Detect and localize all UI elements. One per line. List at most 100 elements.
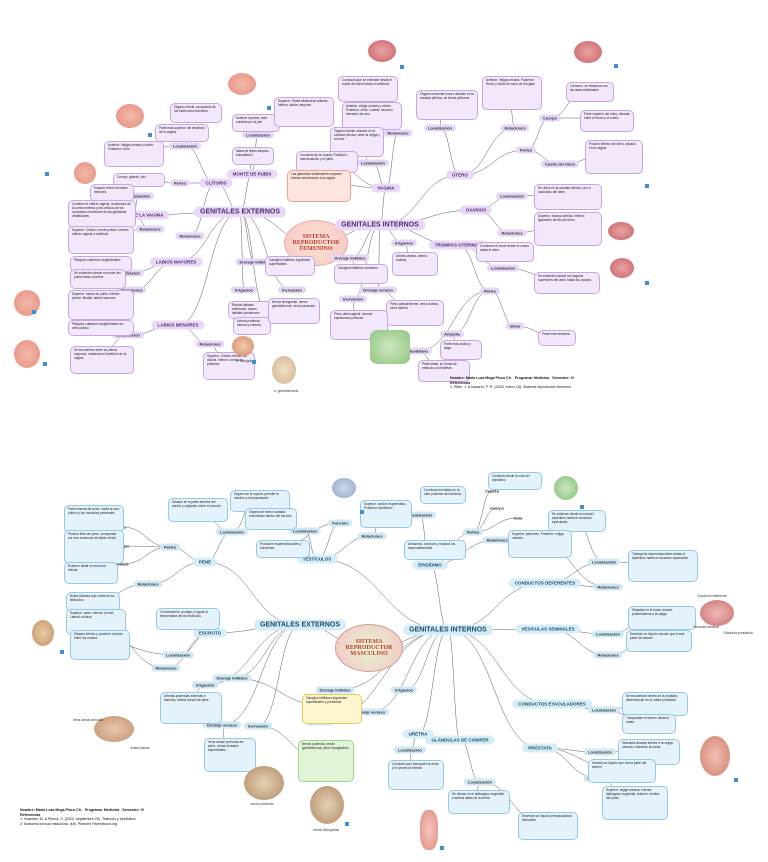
- marker-square: [580, 505, 584, 509]
- label-cuello: Cuello del útero: [540, 160, 580, 168]
- uterus-illustration: [368, 40, 396, 62]
- label-localizacion: Localización: [393, 746, 427, 754]
- testis-illustration: [332, 478, 356, 498]
- note-bubble: Plexo pampiniforme, vena ovárica, vena u…: [386, 300, 444, 326]
- note-bubble: Conducto que transporta la orina y el se…: [388, 760, 444, 790]
- note-bubble: Arterias pudendas externas e internas, a…: [160, 692, 222, 724]
- note-bubble: Situado inferior y posterior al pene, en…: [70, 630, 130, 660]
- note-bubble: Se extiende desde la cola del epidídimo …: [548, 510, 606, 532]
- connector-line: [459, 739, 481, 783]
- label-irrigacion: Irrigación: [390, 686, 418, 694]
- note-bubble: Superior: Pared abdominal anterior. Infe…: [274, 97, 334, 127]
- marker-square: [440, 846, 444, 850]
- note-bubble: Se ubica en la cavidad pélvica, uno a ca…: [534, 184, 602, 210]
- topic-ovarios[interactable]: OVARIOS: [459, 205, 493, 215]
- marker-square: [614, 64, 618, 68]
- marker-square: [345, 822, 349, 826]
- note-bubble: Superior: Clítoris, monte púbico. Inferi…: [68, 226, 134, 254]
- connector-line: [257, 624, 301, 727]
- penis-illustration: [94, 716, 134, 742]
- female-internos-title[interactable]: GENITALES INTERNOS: [335, 219, 425, 231]
- topic-clitoris[interactable]: CLÍTORIS: [199, 178, 233, 188]
- note-bubble: Transportan el semen hasta la uretra: [622, 714, 676, 734]
- note-bubble: Parte distal, en forma de embudo con fim…: [418, 360, 470, 382]
- label-relaciones: Relaciones: [482, 536, 512, 544]
- nerve-illustration: [370, 330, 410, 364]
- topic-labios-mayores[interactable]: LABIOS MAYORES: [149, 257, 203, 267]
- topic-trompas[interactable]: TROMPAS UTERINAS: [428, 240, 488, 250]
- topic-cowper[interactable]: GLÁNDULAS DE COWPER: [425, 735, 495, 745]
- note-bubble: Anterior: Vejiga urinaria y uretra. Post…: [104, 141, 164, 167]
- connector-line: [447, 629, 553, 705]
- note-bubble: Arteria uterina, arteria ovárica: [392, 252, 438, 276]
- female-externos-title[interactable]: GENITALES EXTERNOS: [194, 206, 286, 218]
- topic-conductos-def[interactable]: CONDUCTOS DEFERENTES: [508, 578, 582, 588]
- vulva-illustration: [116, 104, 144, 128]
- note-bubble: Ganglios linfáticos inguinales superfici…: [302, 694, 362, 724]
- male-hub: SISTEMA REPRODUCTOR MASCULINO: [335, 624, 403, 672]
- label-localizacion: Localización: [463, 778, 497, 786]
- topic-vagina[interactable]: VAGINA: [371, 183, 401, 193]
- illustration-label: Arteria dorsal: [130, 746, 150, 750]
- topic-testiculos[interactable]: TESTÍCULOS: [296, 554, 338, 564]
- prostate-illustration: [700, 600, 734, 626]
- label-cuerpo: Cuerpo: [539, 114, 561, 122]
- note-bubble: Anterior: Vejiga urinaria. Posterior: Re…: [482, 76, 542, 110]
- scrotum-illustration: [32, 620, 54, 646]
- label-drenaje: Drenaje venoso: [359, 286, 397, 294]
- label-relaciones: Relaciones: [133, 580, 163, 588]
- label-relaciones: Relaciones: [135, 225, 165, 233]
- topic-vesiculas[interactable]: VESÍCULAS SEMINALES: [515, 624, 581, 634]
- urethra-illustration: [420, 810, 438, 850]
- label-localizacion: Localización: [241, 131, 275, 139]
- vulva-illustration: [14, 290, 40, 316]
- label-inervacion: Inervación: [243, 722, 273, 730]
- note-bubble: Transporta espermatozoides desde el epid…: [628, 550, 698, 582]
- topic-uretra[interactable]: URETRA: [402, 729, 434, 739]
- label-localizacion: Localización: [161, 651, 195, 659]
- topic-pene[interactable]: PENE: [192, 557, 218, 567]
- illustration-label: n. genitofemoral: [273, 389, 299, 393]
- label-partes: Partes: [479, 287, 501, 295]
- illustration-label: n. ilioinguinal: [236, 359, 256, 363]
- topic-escroto[interactable]: ESCROTO: [192, 628, 228, 638]
- topic-epididimo[interactable]: EPIDÍDIMO: [412, 560, 448, 570]
- pelvis-illustration: [244, 766, 284, 800]
- marker-square: [400, 65, 404, 69]
- label-localizacion: Localización: [111, 269, 145, 277]
- label-localizacion: Localización: [288, 527, 322, 535]
- illustration-label: Glándula prostática: [723, 631, 753, 635]
- prostate-illustration: [700, 736, 730, 776]
- note-bubble: Conducto enrollado en la cara posterior …: [420, 486, 466, 504]
- label-relaciones: Relaciones: [357, 532, 387, 540]
- connector-line: [379, 174, 461, 226]
- male-footer: Nombre: Maria Luza Mega Pisco Ch. Progra…: [20, 808, 145, 827]
- male-externos-title[interactable]: GENITALES EXTERNOS: [254, 619, 346, 631]
- connector-line: [447, 629, 461, 741]
- male-internos-title[interactable]: GENITALES INTERNOS: [403, 624, 493, 636]
- topic-eyaculadores[interactable]: CONDUCTOS EYACULADORES: [512, 699, 592, 709]
- note-bubble: Superior: peritoneo. Posterior: vejiga u…: [508, 530, 572, 558]
- label-localizacion: Localización: [587, 558, 621, 566]
- topic-prostata[interactable]: PRÓSTATA: [522, 743, 558, 753]
- note-bubble: Órgano muscular hueco ubicado en la cavi…: [416, 90, 478, 120]
- topic-labios-menores[interactable]: LABIOS MENORES: [151, 320, 205, 330]
- label-relaciones: Relaciones: [175, 232, 205, 240]
- note-bubble: Nervio pudendo, nervio genitofemoral, pl…: [298, 740, 354, 782]
- topic-monte[interactable]: MONTE DE PUBIS: [226, 169, 278, 179]
- note-bubble: Conducto que se extiende desde el cuello…: [338, 76, 398, 102]
- vulva-illustration: [74, 162, 96, 184]
- connector-line: [451, 290, 491, 335]
- marker-square: [645, 281, 649, 285]
- label-localizacion: Localización: [215, 528, 249, 536]
- marker-square: [360, 510, 364, 514]
- label-inervacion: Inervación: [338, 295, 368, 303]
- illustration-label: nervio ilioinguinal: [312, 828, 340, 832]
- note-bubble: Parte interna del pene, unida al arco pú…: [64, 505, 124, 533]
- label-cola: Cola: [513, 515, 523, 521]
- illustration-label: Vesícula seminal: [693, 625, 719, 629]
- note-bubble: Se extienden desde los ángulos superiore…: [534, 272, 600, 294]
- topic-utero[interactable]: ÚTERO: [446, 170, 474, 180]
- note-bubble: Nervio ilioinguinal, nervio genitofemora…: [268, 298, 320, 324]
- label-partes: Partes: [515, 146, 537, 154]
